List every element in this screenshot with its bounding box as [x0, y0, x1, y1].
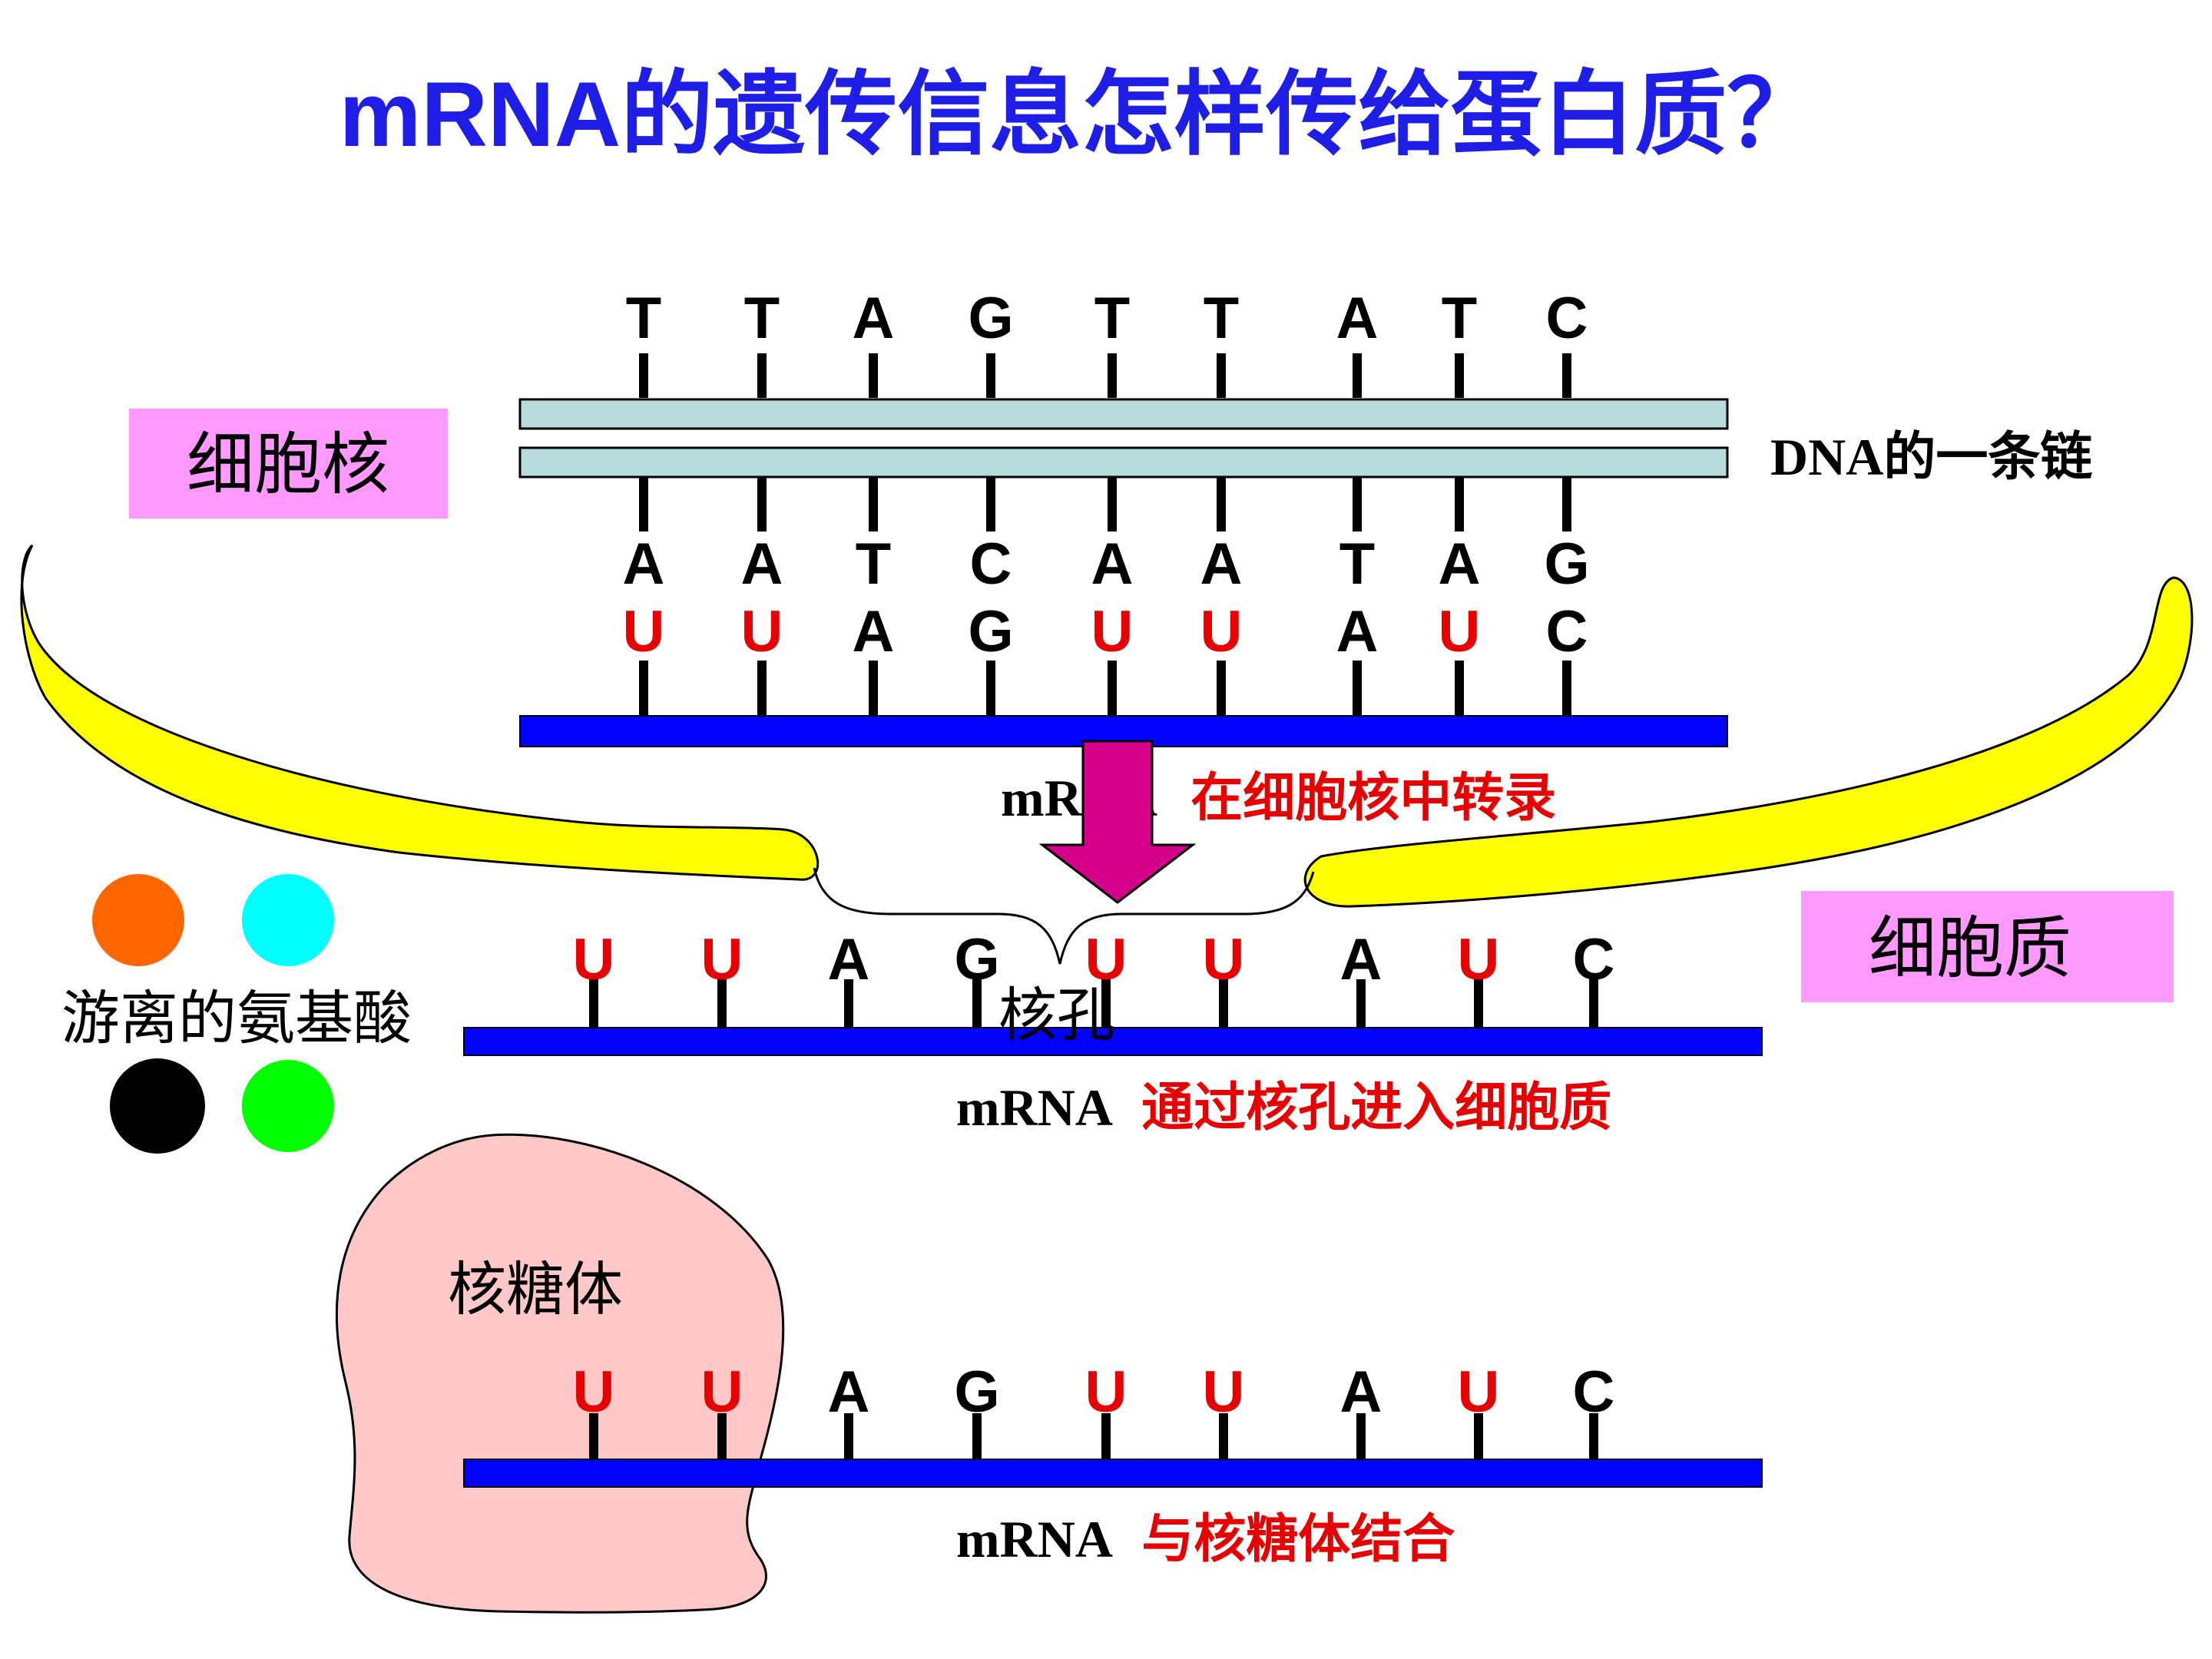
caption-binding-text: 与核糖体结合 — [1141, 1509, 1455, 1570]
mrna-transcribed-base-g: G — [968, 599, 1013, 664]
dna-bottom-base-a: A — [741, 531, 783, 597]
dna-top-base-a: A — [1336, 286, 1379, 351]
nuclear-membrane-left — [20, 544, 820, 881]
mrna-transcribed-base-a: A — [853, 599, 895, 664]
mrna-cytoplasm-base-u: U — [573, 927, 615, 992]
dna-top-base-g: G — [968, 286, 1013, 351]
mrna-cytoplasm-base-u: U — [1458, 927, 1500, 992]
dna-top-base-t: T — [744, 286, 780, 351]
mrna-ribosome-base-c: C — [1573, 1359, 1615, 1425]
dna-bottom-base-a: A — [623, 531, 665, 597]
mrna-transcribed-base-a: A — [1336, 599, 1379, 664]
dna-top-base-t: T — [1094, 286, 1130, 351]
nuclear-pore-brace — [813, 867, 1315, 965]
mrna-transcribed-base-u: U — [1091, 599, 1134, 664]
dna-bottom-base-a: A — [1091, 531, 1134, 597]
cytoplasm-label-box — [1801, 891, 2174, 1002]
mrna-cytoplasm-base-u: U — [1203, 927, 1245, 992]
mrna-strand-transcription — [519, 715, 1728, 747]
svg-text:mRNA 与核糖体结合: mRNA 与核糖体结合 — [956, 1509, 1455, 1570]
svg-text:mRNA 通过核孔进入细胞质: mRNA 通过核孔进入细胞质 — [956, 1078, 1611, 1138]
caption-transport-text: 通过核孔进入细胞质 — [1141, 1078, 1611, 1138]
mrna-ribosome-base-u: U — [573, 1359, 615, 1425]
mrna-ribosome-base-u: U — [1203, 1359, 1245, 1425]
mrna-transcribed-base-u: U — [1439, 599, 1481, 664]
dna-bottom-base-t: T — [1339, 531, 1375, 597]
free-amino-acids-label: 游离的氨基酸 — [61, 984, 412, 1052]
amino-acid-orange — [92, 874, 184, 966]
amino-acid-green — [242, 1060, 334, 1152]
mrna-cytoplasm-base-c: C — [1573, 927, 1615, 992]
dna-strand-bottom — [518, 446, 1729, 478]
amino-acid-cyan — [242, 874, 334, 966]
dna-bottom-base-g: G — [1544, 531, 1589, 597]
dna-bottom-base-a: A — [1200, 531, 1243, 597]
mrna-cytoplasm-base-u: U — [701, 927, 743, 992]
dna-strand-top — [518, 398, 1729, 430]
mrna-cytoplasm-base-a: A — [828, 927, 870, 992]
dna-top-base-a: A — [853, 286, 895, 351]
dna-bottom-base-a: A — [1439, 531, 1481, 597]
mrna-transcribed-base-u: U — [623, 599, 665, 664]
nucleus-label: 细胞核 — [187, 425, 389, 504]
mrna-ribosome-base-u: U — [701, 1359, 743, 1425]
mrna-transcribed-base-c: C — [1546, 599, 1588, 664]
caption-transport-prefix: mRNA — [956, 1078, 1113, 1137]
mrna-cytoplasm-base-u: U — [1085, 927, 1128, 992]
mrna-ribosome-base-a: A — [1340, 1359, 1382, 1425]
dna-top-base-c: C — [1546, 286, 1588, 351]
mrna-strand-cytoplasm — [463, 1027, 1763, 1056]
cytoplasm-label: 细胞质 — [1869, 909, 2071, 988]
dna-bottom-base-c: C — [970, 531, 1012, 597]
amino-acid-black — [110, 1058, 205, 1154]
amino-acid-dots — [92, 874, 334, 1154]
dna-bottom-base-t: T — [856, 531, 891, 597]
nucleus-label-box — [129, 409, 448, 518]
mrna-strand-ribosome — [463, 1459, 1763, 1488]
mrna-ribosome-base-u: U — [1458, 1359, 1500, 1425]
dna-top-base-t: T — [1204, 286, 1239, 351]
mrna-ribosome-base-u: U — [1085, 1359, 1128, 1425]
caption-binding-prefix: mRNA — [956, 1510, 1113, 1568]
ribosome-shape — [335, 1133, 785, 1614]
nuclear-membrane-right — [1303, 576, 2194, 908]
dna-top-base-t: T — [1442, 286, 1477, 351]
transport-arrow-icon — [1038, 740, 1197, 904]
ribosome-label: 核糖体 — [448, 1255, 623, 1323]
nuclear-pore-label: 核孔 — [998, 981, 1115, 1049]
mrna-transcribed-base-u: U — [1200, 599, 1243, 664]
mrna-cytoplasm-base-a: A — [1340, 927, 1382, 992]
dna-top-base-t: T — [626, 286, 661, 351]
dna-strand-label: DNA的一条链 — [1770, 428, 2092, 486]
caption-transcription-text: 在细胞核中转录 — [1190, 768, 1556, 829]
page-title: mRNA的遗传信息怎样传给蛋白质？ — [339, 63, 1820, 166]
mrna-ribosome-base-g: G — [954, 1359, 999, 1425]
mrna-ribosome-base-a: A — [828, 1359, 870, 1425]
mrna-cytoplasm-base-g: G — [954, 927, 999, 992]
mrna-transcribed-base-u: U — [741, 599, 783, 664]
